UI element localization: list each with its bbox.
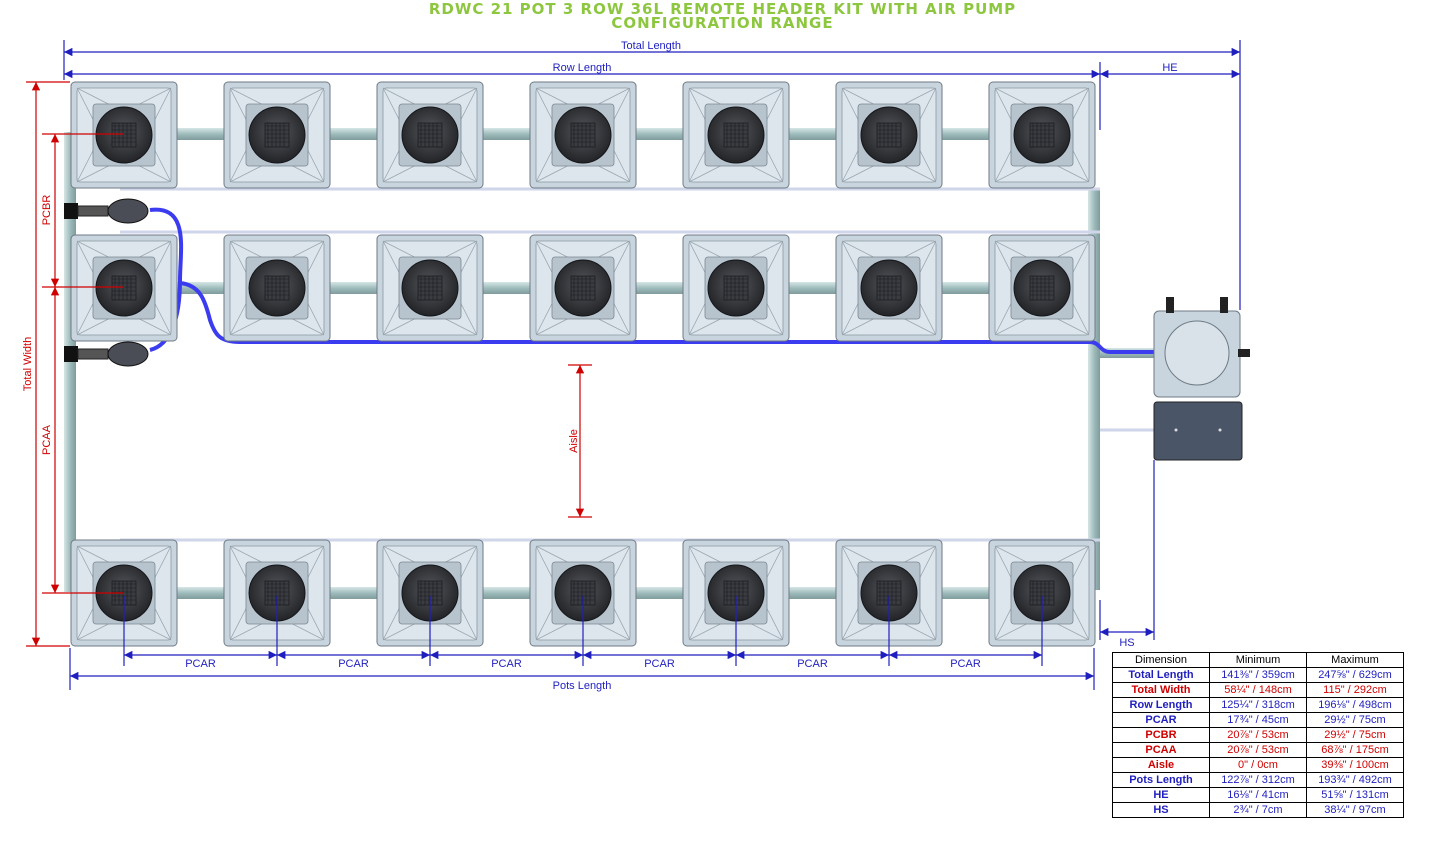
header-minimum: Minimum <box>1209 652 1307 668</box>
aisle-label: Aisle <box>568 429 580 453</box>
pcar-dims <box>123 596 1043 666</box>
dimension-maximum: 38¼" / 97cm <box>1306 802 1404 818</box>
pot <box>376 234 484 342</box>
dimension-minimum: 20⅞" / 53cm <box>1209 742 1307 758</box>
dimension-name: Total Length <box>1112 667 1210 683</box>
dimension-minimum: 2¾" / 7cm <box>1209 802 1307 818</box>
dimension-maximum: 68⅞" / 175cm <box>1306 742 1404 758</box>
pots-length-label: Pots Length <box>553 680 612 692</box>
pot <box>70 234 178 342</box>
dimension-maximum: 29½" / 75cm <box>1306 727 1404 743</box>
dimension-name: HS <box>1112 802 1210 818</box>
dimension-name: Row Length <box>1112 697 1210 713</box>
pcar-labels: PCAR PCAR PCAR PCAR PCAR PCAR <box>185 658 981 670</box>
header-maximum: Maximum <box>1306 652 1404 668</box>
dimension-maximum: 51⅝" / 131cm <box>1306 787 1404 803</box>
pcar-label: PCAR <box>338 658 369 670</box>
pot <box>223 81 331 189</box>
dimension-minimum: 20⅞" / 53cm <box>1209 727 1307 743</box>
dimension-name: Pots Length <box>1112 772 1210 788</box>
pot <box>835 81 943 189</box>
dimension-name: PCAR <box>1112 712 1210 728</box>
pots-grid <box>70 81 1096 647</box>
he-label: HE <box>1162 62 1177 74</box>
pot <box>835 234 943 342</box>
total-width-label: Total Width <box>22 337 34 391</box>
total-length-label: Total Length <box>621 40 681 52</box>
pot <box>682 234 790 342</box>
pot <box>376 81 484 189</box>
dimension-minimum: 58¼" / 148cm <box>1209 682 1307 698</box>
dimension-name: PCAA <box>1112 742 1210 758</box>
pcar-label: PCAR <box>950 658 981 670</box>
pump-left-bottom <box>64 341 149 367</box>
pump-left-top <box>64 198 149 224</box>
dimension-maximum: 193¾" / 492cm <box>1306 772 1404 788</box>
pcar-label: PCAR <box>644 658 675 670</box>
pot <box>988 234 1096 342</box>
pot <box>988 81 1096 189</box>
header-dimension: Dimension <box>1112 652 1210 668</box>
pot <box>682 81 790 189</box>
dimension-name: PCBR <box>1112 727 1210 743</box>
dimension-minimum: 125¼" / 318cm <box>1209 697 1307 713</box>
diagram-subtitle: CONFIGURATION RANGE <box>611 14 834 32</box>
table-header-row: Dimension Minimum Maximum <box>1112 652 1404 668</box>
dimension-maximum: 39⅜" / 100cm <box>1306 757 1404 773</box>
dimension-maximum: 115" / 292cm <box>1306 682 1404 698</box>
dimension-minimum: 141⅜" / 359cm <box>1209 667 1307 683</box>
pot <box>223 234 331 342</box>
dimension-maximum: 29½" / 75cm <box>1306 712 1404 728</box>
header-tank <box>1153 297 1250 398</box>
hs-label: HS <box>1119 637 1134 649</box>
dimension-minimum: 0" / 0cm <box>1209 757 1307 773</box>
row-pipes <box>120 128 1156 599</box>
dimension-minimum: 16⅛" / 41cm <box>1209 787 1307 803</box>
pot <box>70 81 178 189</box>
pcbr-label: PCBR <box>41 195 53 226</box>
dimension-name: HE <box>1112 787 1210 803</box>
diagram-title: RDWC 21 POT 3 ROW 36L REMOTE HEADER KIT … <box>428 0 1017 18</box>
dimension-minimum: 17¾" / 45cm <box>1209 712 1307 728</box>
pot <box>529 234 637 342</box>
dimension-maximum: 247⅝" / 629cm <box>1306 667 1404 683</box>
pcar-label: PCAR <box>185 658 216 670</box>
pcaa-label: PCAA <box>41 424 53 455</box>
air-pump-box <box>1153 401 1243 461</box>
row-length-label: Row Length <box>553 62 612 74</box>
pot <box>529 81 637 189</box>
dimension-maximum: 196⅛" / 498cm <box>1306 697 1404 713</box>
pcar-label: PCAR <box>797 658 828 670</box>
dimension-name: Aisle <box>1112 757 1210 773</box>
pcar-label: PCAR <box>491 658 522 670</box>
dimension-minimum: 122⅞" / 312cm <box>1209 772 1307 788</box>
dimension-name: Total Width <box>1112 682 1210 698</box>
manifold-pipes <box>64 132 1100 592</box>
